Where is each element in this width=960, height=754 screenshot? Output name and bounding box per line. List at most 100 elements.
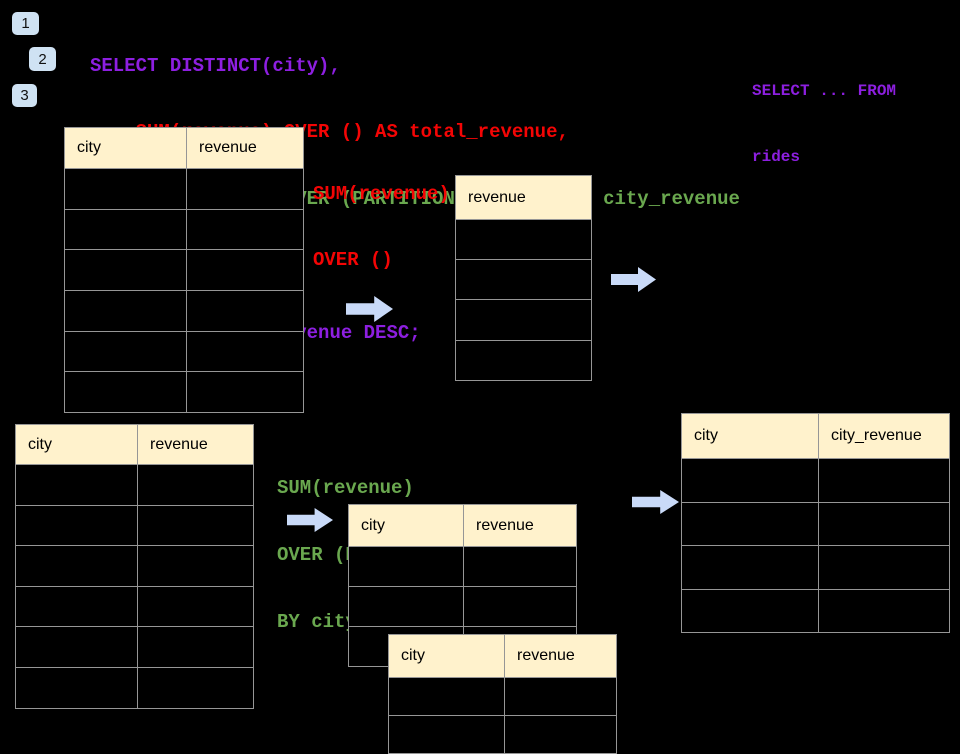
table-row bbox=[65, 371, 303, 413]
table-cell bbox=[682, 503, 818, 546]
table-row bbox=[456, 299, 591, 339]
table-body bbox=[682, 458, 949, 632]
table-cell bbox=[186, 250, 303, 291]
table-body bbox=[389, 677, 616, 753]
table-row bbox=[16, 545, 253, 586]
table-cell bbox=[16, 668, 137, 708]
table-cell bbox=[16, 587, 137, 627]
table-row bbox=[65, 208, 303, 250]
column-header-revenue: revenue bbox=[137, 425, 253, 464]
table-cell bbox=[186, 209, 303, 250]
table-row bbox=[16, 504, 253, 546]
table-cell bbox=[65, 291, 186, 331]
column-header-city: city bbox=[694, 427, 718, 444]
table-cell bbox=[463, 587, 576, 626]
side-note-select-from-rides: SELECT ... FROM rides bbox=[752, 36, 896, 190]
table-cell bbox=[65, 250, 186, 290]
table-row bbox=[16, 626, 253, 667]
table-cell bbox=[818, 589, 949, 632]
table-row bbox=[65, 290, 303, 331]
table-row bbox=[65, 168, 303, 209]
annotation-line: OVER () bbox=[313, 249, 393, 271]
table-cell bbox=[186, 331, 303, 372]
table-header-row: revenue bbox=[456, 176, 591, 219]
column-header-revenue: revenue bbox=[186, 128, 303, 168]
table-cell bbox=[682, 459, 818, 502]
table-cell bbox=[818, 502, 949, 545]
table-cell bbox=[389, 716, 504, 753]
table-row bbox=[682, 501, 949, 546]
table-cell bbox=[137, 505, 253, 546]
step-badge-1: 1 bbox=[12, 12, 39, 35]
table-row bbox=[389, 677, 616, 715]
table-cell bbox=[16, 546, 137, 586]
side-note-line: SELECT ... FROM bbox=[752, 82, 897, 100]
column-header-city-revenue: city_revenue bbox=[818, 414, 949, 458]
table-cell bbox=[65, 372, 186, 412]
column-header-city: city bbox=[28, 435, 52, 453]
table-cell bbox=[463, 547, 576, 586]
table-row bbox=[682, 458, 949, 502]
table-partition-front: city revenue bbox=[388, 634, 617, 754]
annotation-line: SUM(revenue) bbox=[313, 183, 450, 205]
table-cell bbox=[16, 627, 137, 667]
table-row bbox=[16, 464, 253, 505]
table-row bbox=[456, 259, 591, 299]
table-cell bbox=[137, 586, 253, 627]
table-header-row: city revenue bbox=[16, 425, 253, 464]
table-row bbox=[16, 585, 253, 627]
table-cell bbox=[65, 210, 186, 250]
table-cell bbox=[349, 547, 463, 586]
table-cell bbox=[349, 587, 463, 626]
table-body bbox=[456, 219, 591, 380]
column-header-city: city bbox=[77, 139, 101, 156]
table-header-row: city city_revenue bbox=[682, 414, 949, 458]
table-cell bbox=[818, 459, 949, 502]
annotation-sum-over-empty: SUM(revenue) OVER () bbox=[313, 139, 450, 293]
table-cell bbox=[456, 260, 591, 299]
table-cell bbox=[137, 627, 253, 667]
column-header-revenue: revenue bbox=[504, 635, 616, 677]
table-cell bbox=[682, 590, 818, 633]
table-cell bbox=[65, 332, 186, 372]
table-cell bbox=[504, 678, 616, 715]
table-cell bbox=[65, 169, 186, 209]
table-row bbox=[389, 715, 616, 753]
table-cell bbox=[456, 300, 591, 339]
table-cell bbox=[389, 678, 504, 715]
table-cell bbox=[16, 465, 137, 505]
table-header-row: city revenue bbox=[349, 505, 576, 546]
table-row bbox=[456, 339, 591, 380]
column-header-city: city bbox=[361, 516, 385, 534]
table-header-row: city revenue bbox=[65, 128, 303, 168]
table-city-revenue-result: city city_revenue bbox=[681, 413, 950, 633]
table-header-row: city revenue bbox=[389, 635, 616, 677]
table-row bbox=[456, 219, 591, 259]
table-cell bbox=[456, 341, 591, 380]
table-row bbox=[349, 586, 576, 626]
table-cell bbox=[137, 546, 253, 586]
table-body bbox=[65, 168, 303, 413]
table-cell bbox=[186, 291, 303, 331]
table-row bbox=[682, 588, 949, 633]
step-badge-2: 2 bbox=[29, 47, 56, 71]
table-rides-source-top: city revenue bbox=[64, 127, 304, 414]
table-cell bbox=[682, 546, 818, 589]
column-header-revenue: revenue bbox=[463, 505, 576, 546]
table-cell bbox=[137, 667, 253, 708]
table-total-revenue-result: revenue bbox=[455, 175, 592, 381]
column-header-revenue: revenue bbox=[468, 188, 526, 206]
table-row bbox=[349, 546, 576, 586]
table-row bbox=[682, 545, 949, 589]
table-row bbox=[65, 249, 303, 291]
column-header-city: city bbox=[401, 647, 425, 664]
sql-code-line: SELECT DISTINCT(city), bbox=[90, 54, 341, 77]
table-cell bbox=[16, 506, 137, 546]
table-cell bbox=[137, 465, 253, 505]
table-cell bbox=[818, 546, 949, 589]
table-cell bbox=[456, 220, 591, 259]
annotation-line: SUM(revenue) bbox=[277, 476, 414, 499]
table-rides-source-bottom: city revenue bbox=[15, 424, 254, 709]
arrow-right-icon bbox=[632, 490, 679, 514]
table-cell bbox=[504, 716, 616, 753]
